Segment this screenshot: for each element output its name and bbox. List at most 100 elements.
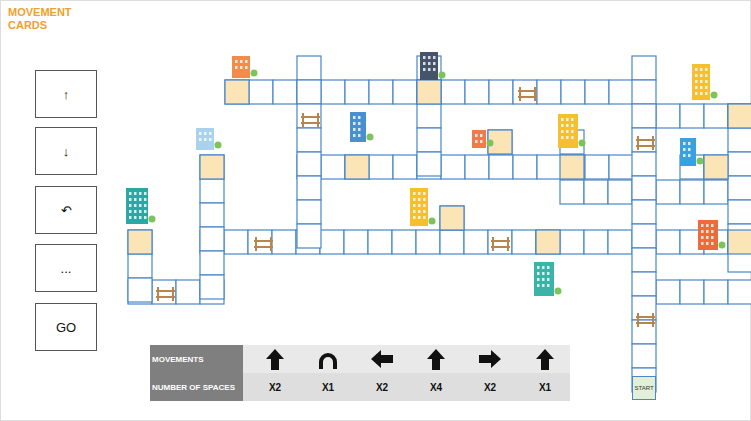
table-header: MOVEMENTS	[152, 345, 241, 373]
board-cell	[200, 155, 224, 179]
board-cell	[728, 230, 751, 254]
board-cell	[320, 230, 344, 254]
board-cell	[537, 80, 561, 104]
board-cell	[440, 206, 464, 230]
label-text: NUMBER OF SPACES	[152, 383, 235, 392]
board-cell	[704, 104, 728, 128]
board-cell	[728, 200, 751, 224]
building-icon	[692, 64, 718, 100]
board-cell	[728, 104, 751, 128]
board-cell	[393, 80, 417, 104]
label-text: X1	[539, 382, 551, 393]
building-icon	[350, 112, 374, 142]
building-icon	[196, 128, 222, 150]
board-cell	[560, 180, 584, 204]
fence-icon	[254, 237, 273, 251]
board-cell	[609, 155, 633, 179]
board-cell	[728, 176, 751, 200]
board-cell	[200, 251, 224, 275]
board-cell	[393, 155, 417, 179]
board-cell	[488, 230, 512, 254]
board-cell	[128, 278, 152, 302]
fence-icon	[301, 113, 320, 127]
board-cell	[345, 80, 369, 104]
building-icon	[420, 52, 446, 80]
label-text: X4	[430, 382, 442, 393]
fence-icon	[636, 136, 655, 150]
fence-icon	[491, 237, 510, 251]
board-cell	[368, 230, 392, 254]
board-cell	[704, 155, 728, 179]
table-cell: X2	[355, 373, 409, 401]
building-icon	[698, 220, 726, 250]
board-cell	[632, 200, 656, 224]
table-cell: X1	[518, 373, 572, 401]
board-cell	[512, 230, 536, 254]
board-cell	[441, 80, 465, 104]
board-cell	[632, 104, 656, 128]
movement-card: ↑	[35, 70, 97, 118]
building-icon	[232, 56, 258, 78]
label-text: X2	[376, 382, 388, 393]
board-cell	[656, 280, 680, 304]
board-cell	[656, 180, 680, 204]
board-cell	[440, 206, 464, 230]
board-cell	[704, 155, 728, 179]
board-cell	[417, 80, 441, 104]
board-cell	[272, 230, 296, 254]
movement-card: ...	[35, 244, 97, 292]
label-text: X1	[322, 382, 334, 393]
board-cell	[416, 230, 440, 254]
board-cell	[297, 128, 321, 152]
board-cell	[297, 152, 321, 176]
board-cell	[464, 230, 488, 254]
board-cell	[728, 104, 751, 128]
board-cell	[489, 80, 513, 104]
board-cell	[632, 248, 656, 272]
board-cell	[417, 128, 441, 152]
board-cell	[728, 152, 751, 176]
board-cell	[609, 80, 633, 104]
board-cell	[128, 230, 152, 254]
label-text: X2	[269, 382, 281, 393]
board-cell	[225, 80, 249, 104]
table-cell: X4	[409, 373, 463, 401]
board-cell	[417, 80, 441, 104]
board-cell	[680, 180, 704, 204]
board-cell	[128, 254, 152, 278]
board-cell	[632, 176, 656, 200]
board-cell	[608, 180, 632, 204]
board-cell	[608, 230, 632, 254]
board-cell	[536, 230, 560, 254]
board-cell	[345, 155, 369, 179]
start-cell: START	[632, 376, 656, 400]
movement-card: GO	[35, 303, 97, 351]
board-cell	[297, 224, 321, 248]
board-cell	[632, 56, 656, 80]
board-cell	[200, 227, 224, 251]
board-cell	[704, 280, 728, 304]
building-icon	[534, 262, 562, 296]
board-cell	[561, 155, 585, 179]
start-text: START	[634, 385, 653, 391]
board-cell	[248, 230, 272, 254]
board-cell	[345, 155, 369, 179]
fence-icon	[636, 313, 655, 327]
board-cell	[321, 155, 345, 179]
fence-icon	[518, 87, 537, 101]
building-icon	[410, 188, 436, 226]
table-cell: X1	[301, 373, 355, 401]
board-cell	[441, 155, 465, 179]
board-cell	[632, 344, 656, 368]
board-cell	[417, 104, 441, 128]
board-cell	[417, 152, 441, 176]
board-cell	[513, 155, 537, 179]
board-cell	[273, 80, 297, 104]
movement-card: ↶	[35, 186, 97, 234]
board-cell	[176, 280, 200, 304]
building-icon	[680, 138, 704, 166]
label-text: X2	[484, 382, 496, 393]
board-cell	[297, 200, 321, 224]
board-cell	[632, 224, 656, 248]
